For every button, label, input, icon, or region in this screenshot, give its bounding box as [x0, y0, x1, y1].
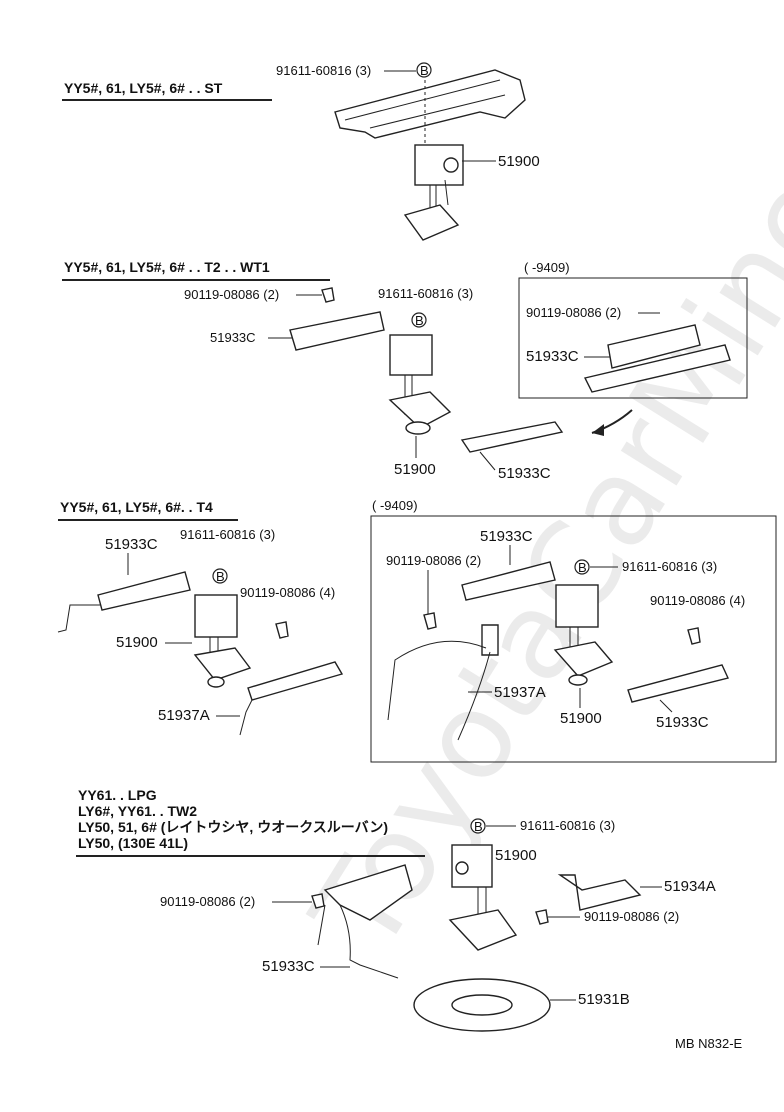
- section-3-bolt-small-label: 90119-08086 (4): [240, 585, 335, 600]
- section-1-bolt-label: 91611-60816 (3): [276, 63, 371, 78]
- section-4-part-a-label: 51934A: [664, 878, 716, 895]
- section-4-line-2: LY6#, YY61. . TW2: [78, 803, 197, 819]
- section-3-inset-bolt-small2-label: 90119-08086 (4): [650, 593, 745, 608]
- inset-3-carrier: [555, 584, 599, 628]
- section-2-bracket-label: 51933C: [210, 330, 256, 345]
- bracket-51933c-4: [323, 864, 413, 921]
- section-2-bolt-small-label: 90119-08086 (2): [184, 287, 279, 302]
- section-2-part-label: 51900: [394, 461, 436, 478]
- svg-text:B: B: [578, 560, 587, 575]
- section-1-part-label: 51900: [498, 153, 540, 170]
- bracket-bottom: [460, 421, 564, 453]
- section-4-bolt-small-right-label: 90119-08086 (2): [584, 909, 679, 924]
- carrier-hook: [403, 204, 460, 241]
- section-3-header: YY5#, 61, LY5#, 6#. . T4: [60, 499, 213, 515]
- section-4-line-3: LY50, 51, 6# (レイトウシヤ, ウオークスルーバン): [78, 819, 388, 835]
- section-4-line-4: LY50, (130E 41L): [78, 835, 188, 851]
- section-4-bolt-small-left-label: 90119-08086 (2): [160, 894, 255, 909]
- section-3-inset-bracket-top-label: 51933C: [480, 528, 533, 545]
- section-2-inset-bolt-label: 90119-08086 (2): [526, 305, 621, 320]
- section-3-inset-bolt-label: 91611-60816 (3): [622, 559, 717, 574]
- bracket-51933c-t4: [97, 571, 191, 611]
- crossmember: [334, 69, 526, 139]
- section-3-bracket-label: 51933C: [105, 536, 158, 553]
- carrier-body-3: [194, 594, 238, 638]
- section-3-inset-rod-label: 51937A: [494, 684, 546, 701]
- svg-text:B: B: [474, 819, 483, 834]
- section-4-plate-label: 51931B: [578, 991, 630, 1008]
- section-2-inset-bracket-label: 51933C: [526, 348, 579, 365]
- rod-51937a: [239, 699, 253, 736]
- section-2-bracket-bottom-label: 51933C: [498, 465, 551, 482]
- bracket-rod: [57, 604, 100, 633]
- section-3-inset-bracket-label: 51933C: [656, 714, 709, 731]
- bracket-51933c: [289, 311, 385, 351]
- b-marker-1: B: [416, 62, 432, 78]
- section-3-inset-part-label: 51900: [560, 710, 602, 727]
- section-3-inset-bolt-small-label: 90119-08086 (2): [386, 553, 481, 568]
- section-2-inset-frame: [518, 277, 748, 399]
- section-1-header: YY5#, 61, LY5#, 6# . . ST: [64, 80, 223, 96]
- svg-text:B: B: [420, 63, 429, 78]
- carrier-body-2: [389, 334, 433, 376]
- inset-rail: [583, 344, 731, 393]
- section-3-part-label: 51900: [116, 634, 158, 651]
- inset-3-bracket: [627, 664, 729, 703]
- section-2: YY5#, 61, LY5#, 6# . . T2 . . WT1 90119-…: [62, 259, 748, 482]
- inset-bracket: [607, 324, 701, 369]
- section-4-part-label: 51900: [495, 847, 537, 864]
- section-4-bolt-label: 91611-60816 (3): [520, 818, 615, 833]
- part-51934a: [557, 874, 642, 911]
- svg-text:B: B: [415, 313, 424, 328]
- carrier-base-2: [388, 391, 452, 429]
- section-3: YY5#, 61, LY5#, 6#. . T4 51933C 91611-60…: [57, 498, 777, 763]
- section-4-bracket-label: 51933C: [262, 958, 315, 975]
- section-2-inset-title: ( -9409): [524, 260, 570, 275]
- b-marker-2: B: [411, 312, 427, 328]
- b-marker-4: B: [574, 559, 590, 575]
- section-2-header: YY5#, 61, LY5#, 6# . . T2 . . WT1: [64, 259, 270, 275]
- bolt-icon: [321, 287, 335, 303]
- section-4-line-1: YY61. . LPG: [78, 787, 157, 803]
- footer-code: MB N832-E: [675, 1036, 743, 1051]
- carrier-pulley: [443, 157, 459, 173]
- section-3-bolt-label: 91611-60816 (3): [180, 527, 275, 542]
- section-2-bolt-label: 91611-60816 (3): [378, 286, 473, 301]
- section-3-inset-frame: [370, 515, 777, 763]
- section-3-rod-label: 51937A: [158, 707, 210, 724]
- rod-4: [339, 904, 399, 979]
- section-1: YY5#, 61, LY5#, 6# . . ST B 91611-60816 …: [62, 62, 540, 241]
- section-3-inset-title: ( -9409): [372, 498, 418, 513]
- svg-text:B: B: [216, 569, 225, 584]
- inset-3-bracket-top: [461, 561, 556, 601]
- bracket-plate-3: [247, 661, 344, 701]
- b-marker-5: B: [470, 818, 486, 834]
- section-4: YY61. . LPG LY6#, YY61. . TW2 LY50, 51, …: [76, 787, 716, 1032]
- b-marker-3: B: [212, 568, 228, 584]
